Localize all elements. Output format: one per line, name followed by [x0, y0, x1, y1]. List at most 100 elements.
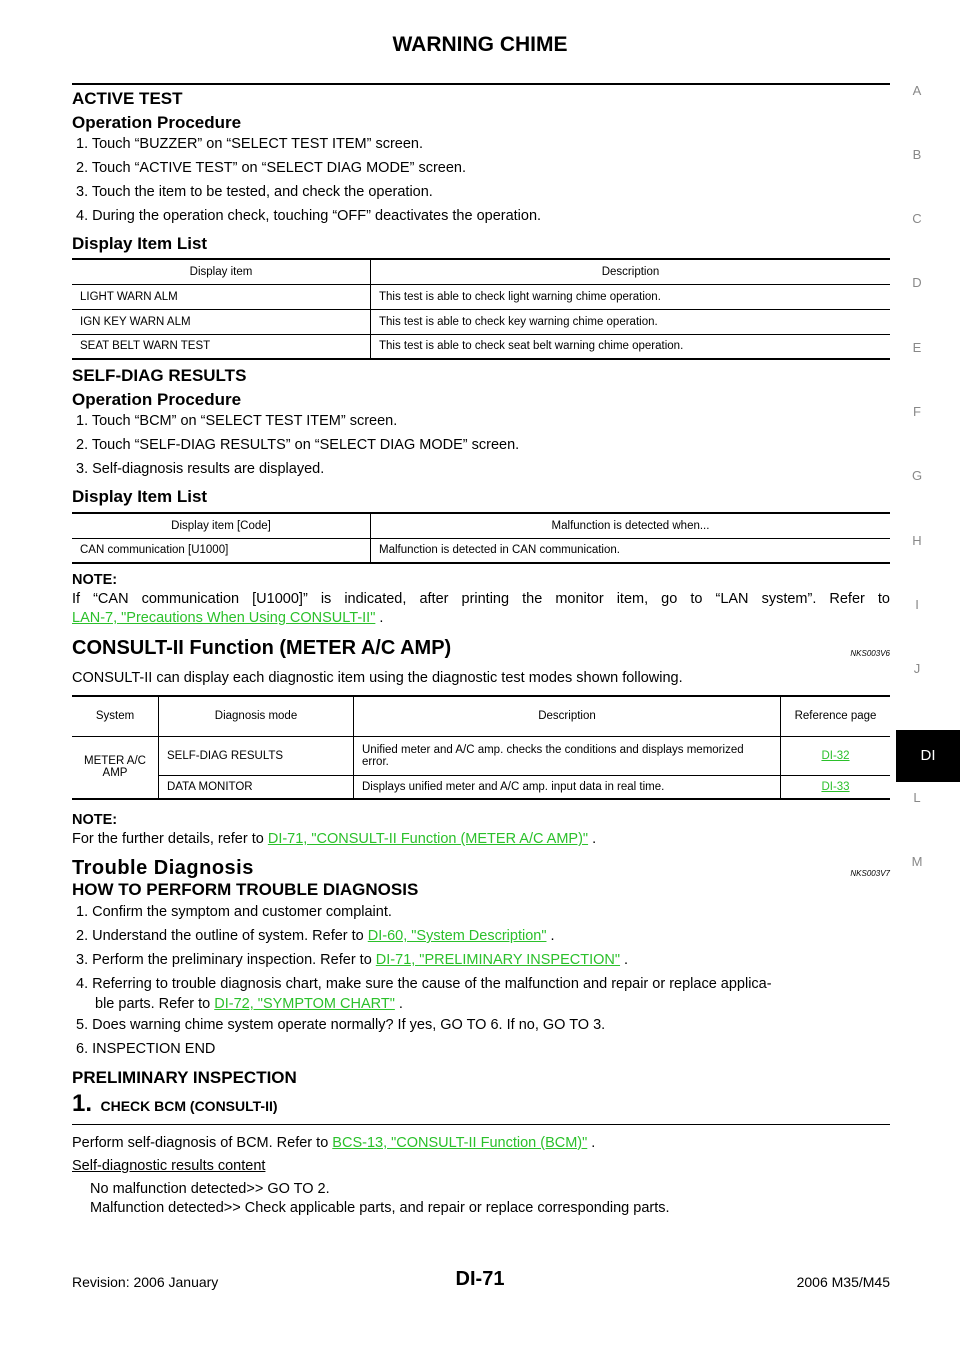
- footer-model: 2006 M35/M45: [796, 1274, 890, 1290]
- consult-code: NKS003V6: [850, 649, 890, 658]
- side-index-j[interactable]: J: [913, 661, 921, 676]
- self-diag-step-3: 3. Self-diagnosis results are displayed.: [76, 461, 325, 477]
- side-index-i[interactable]: I: [915, 597, 919, 612]
- note-end: .: [588, 831, 597, 847]
- active-test-step-1: 1. Touch “BUZZER” on “SELECT TEST ITEM” …: [76, 136, 424, 152]
- table-cell: CAN communication [U1000]: [72, 538, 371, 563]
- table-row: DATA MONITOR Displays unified meter and …: [72, 775, 890, 799]
- side-index-g[interactable]: G: [911, 468, 923, 483]
- consult-note-text: For the further details, refer to DI-71,…: [72, 831, 596, 847]
- di-32-link[interactable]: DI-32: [821, 749, 850, 762]
- step-end: .: [546, 928, 555, 944]
- active-test-heading: ACTIVE TEST: [72, 89, 183, 108]
- prelim-end: .: [587, 1135, 596, 1151]
- self-diag-step-2: 2. Touch “SELF-DIAG RESULTS” on “SELECT …: [76, 437, 520, 453]
- table-cell: DATA MONITOR: [158, 775, 354, 799]
- footer-revision: Revision: 2006 January: [72, 1274, 219, 1290]
- prelim-text: Perform self-diagnosis of BCM. Refer to …: [72, 1135, 595, 1151]
- self-diag-table: Display item [Code] Malfunction is detec…: [72, 512, 890, 564]
- table-row: CAN communication [U1000] Malfunction is…: [72, 538, 890, 563]
- di-33-link[interactable]: DI-33: [821, 780, 850, 793]
- header-rule: [72, 83, 890, 85]
- consult-heading: CONSULT-II Function (METER A/C AMP): [72, 637, 452, 659]
- step-text: ble parts. Refer to: [95, 996, 215, 1012]
- lan-7-link[interactable]: LAN-7, "Precautions When Using CONSULT-I…: [72, 610, 376, 626]
- side-index-di-active[interactable]: DI: [896, 730, 960, 782]
- table-row: IGN KEY WARN ALM This test is able to ch…: [72, 309, 890, 334]
- note-end: .: [375, 610, 384, 626]
- consult-intro: CONSULT-II can display each diagnostic i…: [72, 670, 683, 686]
- trouble-step-1: 1. Confirm the symptom and customer comp…: [76, 904, 392, 920]
- active-test-step-4: 4. During the operation check, touching …: [76, 208, 542, 224]
- side-index-h[interactable]: H: [912, 533, 922, 548]
- results-label: Self-diagnostic results content: [72, 1158, 266, 1174]
- step-text: 3. Perform the preliminary inspection. R…: [76, 952, 376, 968]
- self-diag-note-line2: LAN-7, "Precautions When Using CONSULT-I…: [72, 610, 383, 626]
- side-index-m[interactable]: M: [911, 854, 923, 869]
- table-cell: This test is able to check light warning…: [379, 290, 661, 303]
- self-diag-note-text: If “CAN communication [U1000]” is indica…: [72, 591, 890, 607]
- table-cell: SEAT BELT WARN TEST: [72, 334, 371, 359]
- table-header: Diagnosis mode: [158, 696, 354, 736]
- bcs-13-link[interactable]: BCS-13, "CONSULT-II Function (BCM)": [332, 1135, 588, 1151]
- di-71-prelim-link[interactable]: DI-71, "PRELIMINARY INSPECTION": [375, 952, 621, 968]
- result-ok: No malfunction detected>> GO TO 2.: [90, 1181, 330, 1197]
- table-cell: Displays unified meter and A/C amp. inpu…: [353, 775, 781, 799]
- trouble-step-5: 5. Does warning chime system operate nor…: [76, 1017, 606, 1033]
- trouble-code: NKS003V7: [850, 869, 890, 878]
- trouble-step-3: 3. Perform the preliminary inspection. R…: [76, 952, 628, 968]
- table-header: Display item: [72, 259, 371, 284]
- consult-note-label: NOTE:: [72, 812, 118, 828]
- side-index-c[interactable]: C: [912, 211, 922, 226]
- step-end: .: [394, 996, 403, 1012]
- side-index-d[interactable]: D: [912, 275, 922, 290]
- table-row: LIGHT WARN ALM This test is able to chec…: [72, 284, 890, 309]
- page-number: DI-71: [455, 1268, 505, 1290]
- table-header: Description: [353, 696, 781, 736]
- table-cell: SELF-DIAG RESULTS: [158, 736, 354, 775]
- consult-table: System Diagnosis mode Description Refere…: [72, 695, 890, 800]
- active-test-step-2: 2. Touch “ACTIVE TEST” on “SELECT DIAG M…: [76, 160, 467, 176]
- note-text: For the further details, refer to: [72, 831, 268, 847]
- table-header: Malfunction is detected when...: [551, 519, 710, 532]
- di-60-link[interactable]: DI-60, "System Description": [367, 928, 547, 944]
- self-diag-note-label: NOTE:: [72, 572, 118, 588]
- side-index-b[interactable]: B: [912, 147, 922, 162]
- active-test-table: Display item Description LIGHT WARN ALM …: [72, 258, 890, 360]
- prelim-text-body: Perform self-diagnosis of BCM. Refer to: [72, 1135, 333, 1151]
- table-header: Description: [601, 265, 660, 278]
- di-71-consult-link[interactable]: DI-71, "CONSULT-II Function (METER A/C A…: [267, 831, 589, 847]
- self-diag-list-heading: Display Item List: [72, 487, 208, 506]
- side-index-f[interactable]: F: [913, 404, 921, 419]
- table-row: SEAT BELT WARN TEST This test is able to…: [72, 334, 890, 359]
- self-diag-heading: SELF-DIAG RESULTS: [72, 366, 247, 385]
- step-title: CHECK BCM (CONSULT-II): [100, 1098, 278, 1114]
- prelim-step-title: 1. CHECK BCM (CONSULT-II): [72, 1090, 278, 1118]
- di-72-link[interactable]: DI-72, "SYMPTOM CHART": [214, 996, 395, 1012]
- prelim-heading: PRELIMINARY INSPECTION: [72, 1068, 297, 1087]
- side-index-l[interactable]: L: [913, 790, 921, 805]
- trouble-step-6: 6. INSPECTION END: [76, 1041, 216, 1057]
- self-diag-step-1: 1. Touch “BCM” on “SELECT TEST ITEM” scr…: [76, 413, 398, 429]
- table-cell-system: METER A/C AMP: [72, 736, 159, 800]
- side-index-e[interactable]: E: [912, 340, 922, 355]
- result-ng: Malfunction detected>> Check applicable …: [90, 1200, 670, 1216]
- table-header: Reference page: [794, 710, 877, 723]
- table-cell: This test is able to check key warning c…: [379, 315, 658, 328]
- trouble-step-2: 2. Understand the outline of system. Ref…: [76, 928, 555, 944]
- table-header: System: [72, 696, 159, 736]
- step-end: .: [620, 952, 629, 968]
- step-number: 1.: [72, 1090, 93, 1117]
- table-cell: LIGHT WARN ALM: [72, 284, 371, 309]
- side-index-a[interactable]: A: [912, 83, 922, 98]
- trouble-subheading: HOW TO PERFORM TROUBLE DIAGNOSIS: [72, 880, 419, 899]
- trouble-step-4b: ble parts. Refer to DI-72, "SYMPTOM CHAR…: [95, 996, 403, 1012]
- page-title: WARNING CHIME: [392, 33, 568, 56]
- step-text: 2. Understand the outline of system. Ref…: [76, 928, 368, 944]
- active-test-step-3: 3. Touch the item to be tested, and chec…: [76, 184, 433, 200]
- self-diag-proc-heading: Operation Procedure: [72, 390, 242, 409]
- active-test-proc-heading: Operation Procedure: [72, 113, 242, 132]
- table-cell: This test is able to check seat belt war…: [379, 340, 684, 353]
- table-row: METER A/C AMP SELF-DIAG RESULTS Unified …: [72, 736, 890, 800]
- table-cell: Malfunction is detected in CAN communica…: [379, 544, 620, 557]
